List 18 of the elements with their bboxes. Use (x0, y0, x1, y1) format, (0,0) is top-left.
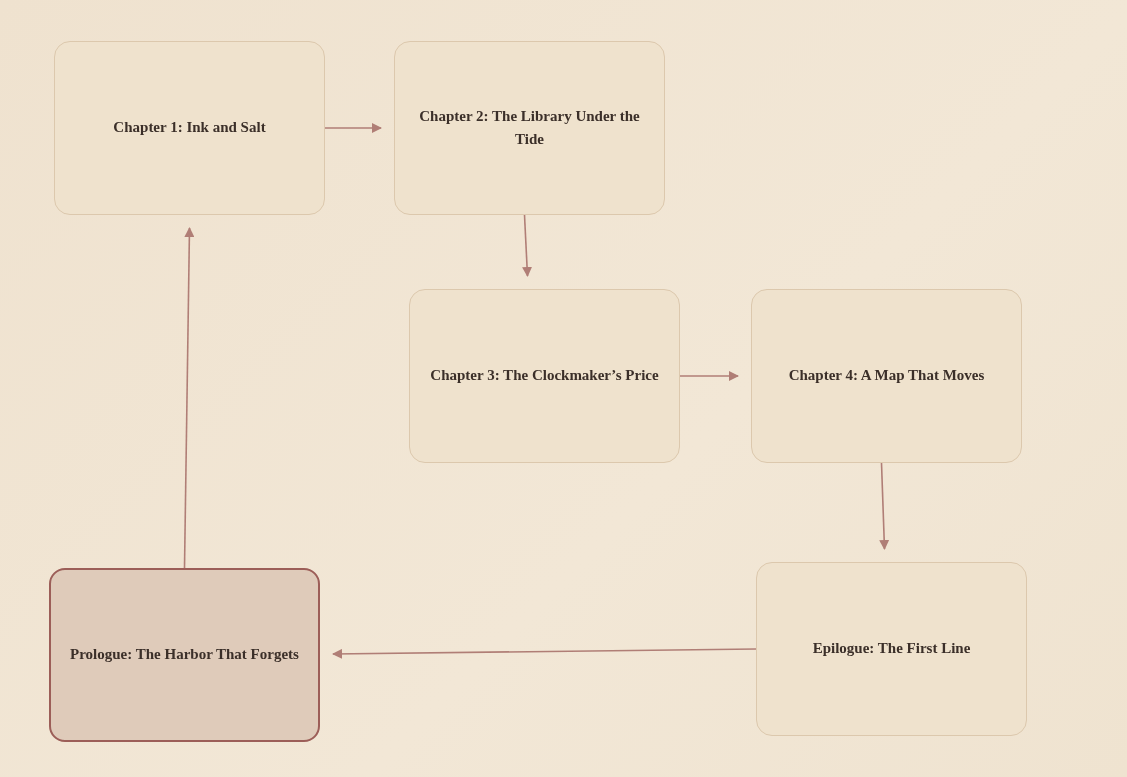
box-label: Chapter 3: The Clockmaker’s Price (430, 366, 659, 386)
chapter-box (394, 41, 665, 215)
arrow (679, 371, 739, 381)
arrow (183, 227, 195, 569)
box-label: Chapter 2: The Library Under the Tide (418, 106, 641, 149)
chapter-box (54, 41, 325, 215)
box-label: Epilogue: The First Line (812, 639, 971, 659)
box-label: Chapter 1: Ink and Salt (113, 118, 266, 138)
arrow (879, 462, 890, 550)
box-label: Prologue: The Harbor That Forgets (70, 645, 299, 665)
arrow (324, 123, 382, 133)
highlighted-chapter-box (49, 568, 320, 742)
chapter-box (751, 289, 1022, 463)
chapter-box (756, 562, 1027, 736)
chapter-box (409, 289, 680, 463)
arrow (522, 214, 533, 277)
box-label: Chapter 4: A Map That Moves (788, 366, 985, 386)
arrow (332, 648, 757, 659)
